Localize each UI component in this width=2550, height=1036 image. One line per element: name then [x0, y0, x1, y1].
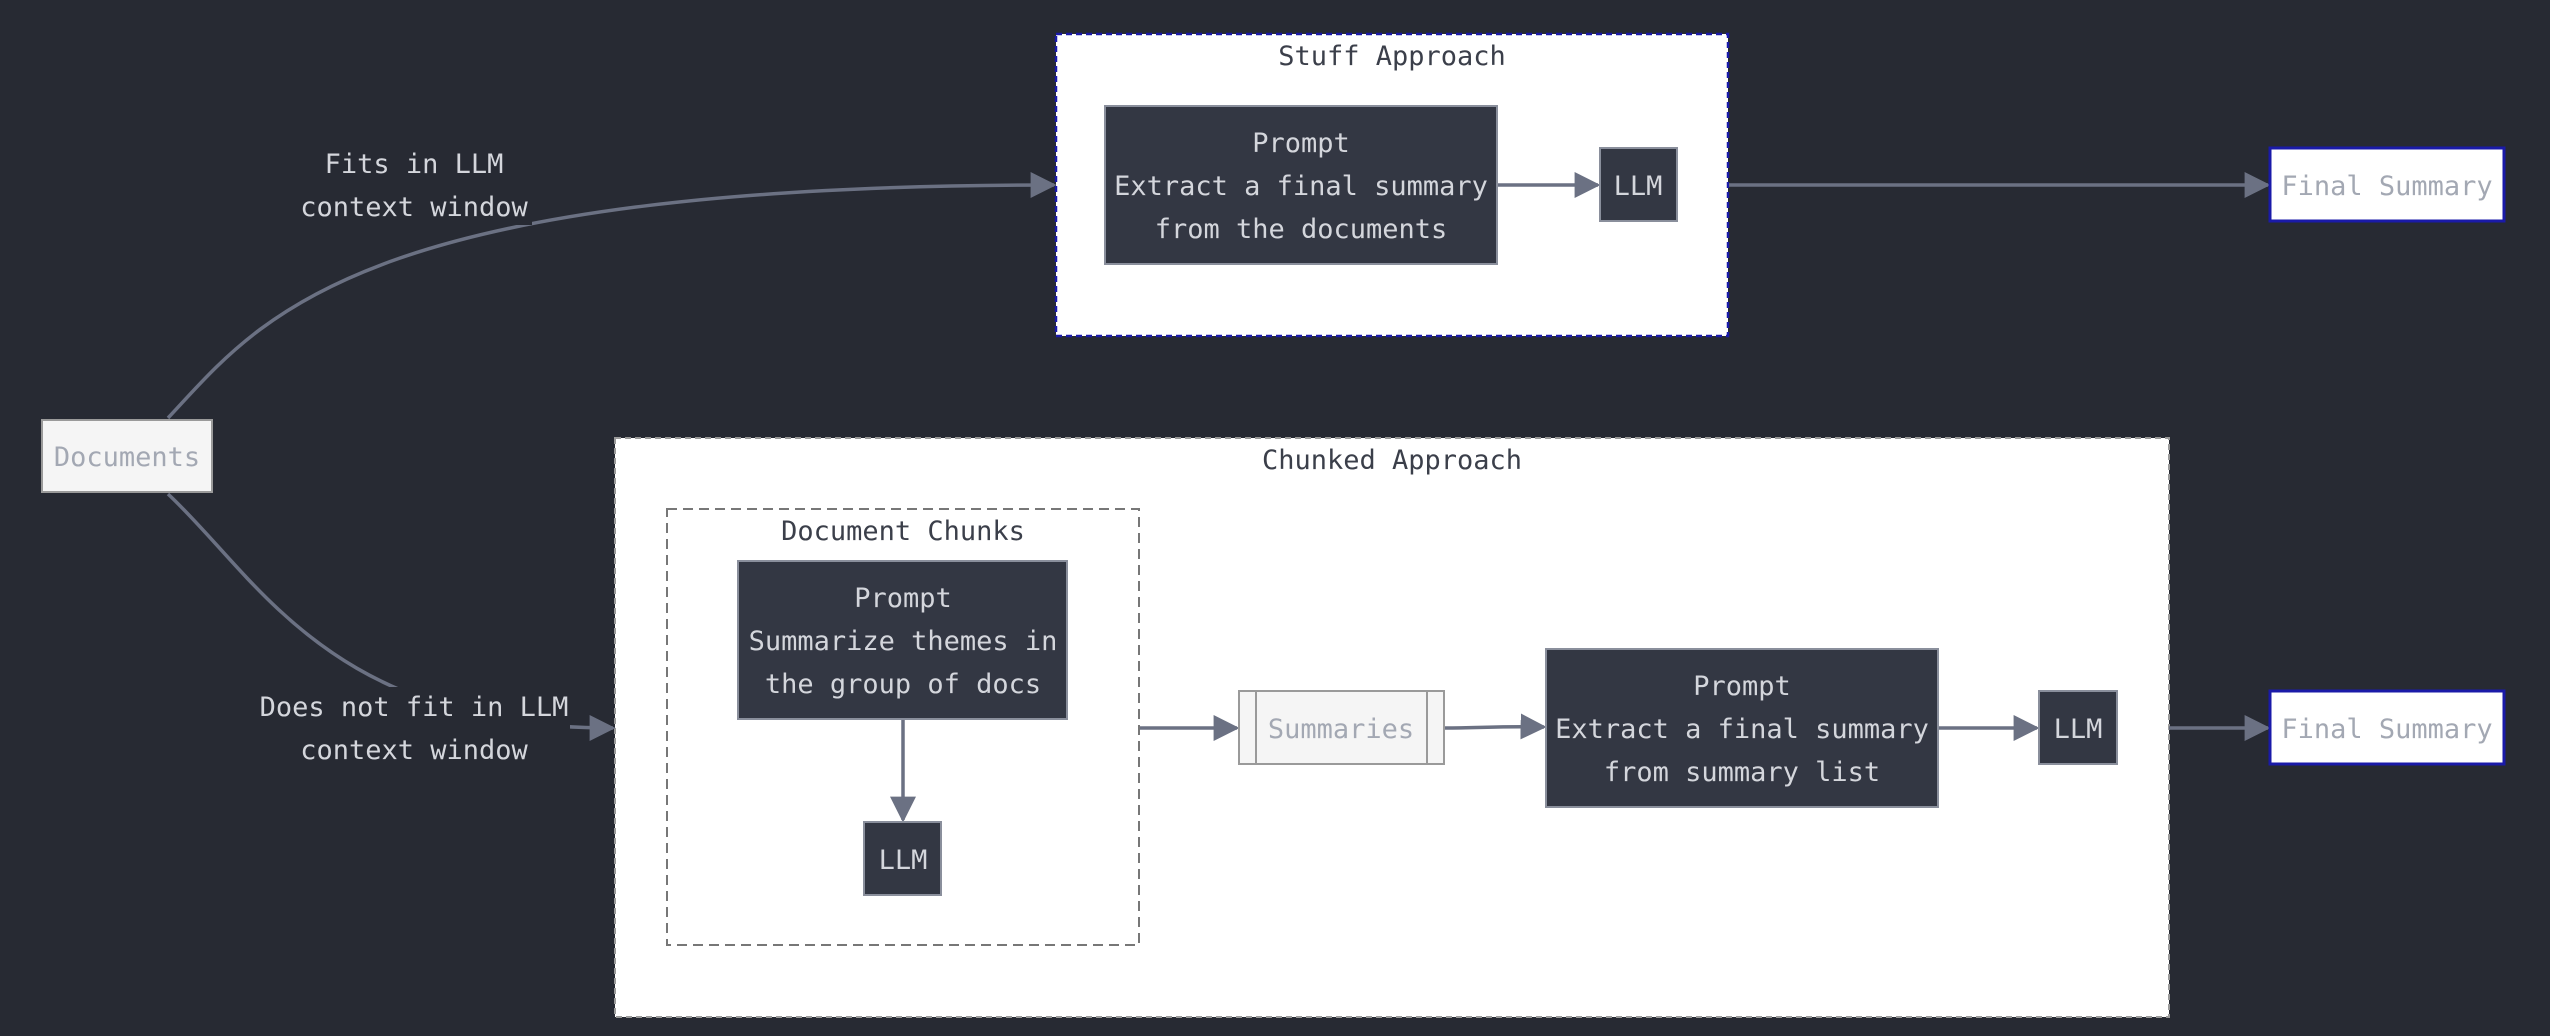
node-chunked-final-summary-label: Final Summary [2281, 714, 2492, 745]
node-summaries[interactable]: Summaries [1238, 690, 1445, 765]
node-final-llm[interactable]: LLM [2038, 690, 2118, 765]
node-stuff-final-summary[interactable]: Final Summary [2268, 146, 2506, 223]
node-final-prompt-line-1: Prompt [1693, 671, 1791, 702]
edge-label-fits-line-2: context window [300, 192, 528, 223]
edge-label-not-fits-line-1: Does not fit in LLM [260, 692, 569, 723]
chunked-approach-title: Chunked Approach [1262, 445, 1522, 476]
node-final-llm-label: LLM [2054, 714, 2103, 745]
node-chunk-prompt-line-3: the group of docs [765, 669, 1041, 700]
node-documents-label: Documents [54, 442, 200, 473]
edges [166, 172, 2271, 823]
node-stuff-prompt-line-3: from the documents [1155, 214, 1448, 245]
node-chunk-prompt-line-1: Prompt [854, 583, 952, 614]
node-chunk-llm-label: LLM [879, 845, 928, 876]
node-stuff-llm[interactable]: LLM [1599, 147, 1678, 222]
edge-label-not-fits-line-2: context window [300, 735, 528, 766]
node-stuff-prompt-line-1: Prompt [1252, 128, 1350, 159]
node-stuff-prompt-line-2: Extract a final summary [1114, 171, 1488, 202]
node-documents[interactable]: Documents [41, 419, 213, 493]
edge-label-not-fits: Does not fit in LLM context window [260, 687, 570, 769]
node-stuff-llm-label: LLM [1614, 171, 1663, 202]
node-chunk-llm[interactable]: LLM [863, 821, 942, 896]
stuff-approach-title: Stuff Approach [1278, 41, 1506, 72]
node-stuff-prompt[interactable]: Prompt Extract a final summary from the … [1104, 105, 1498, 265]
node-final-prompt-line-3: from summary list [1604, 757, 1880, 788]
node-chunked-final-summary[interactable]: Final Summary [2268, 689, 2506, 766]
node-final-prompt-line-2: Extract a final summary [1555, 714, 1929, 745]
edge-label-fits-line-1: Fits in LLM [325, 149, 504, 180]
document-chunks-title: Document Chunks [781, 516, 1025, 547]
edge-label-fits: Fits in LLM context window [296, 143, 532, 225]
node-chunk-prompt[interactable]: Prompt Summarize themes in the group of … [737, 560, 1068, 720]
edge-documents-to-stuff [166, 172, 1057, 420]
node-stuff-final-summary-label: Final Summary [2281, 171, 2492, 202]
edge-summaries-to-prompt [1444, 713, 1547, 740]
node-summaries-label: Summaries [1268, 714, 1414, 745]
node-chunk-prompt-line-2: Summarize themes in [749, 626, 1058, 657]
node-final-prompt[interactable]: Prompt Extract a final summary from summ… [1545, 648, 1939, 808]
